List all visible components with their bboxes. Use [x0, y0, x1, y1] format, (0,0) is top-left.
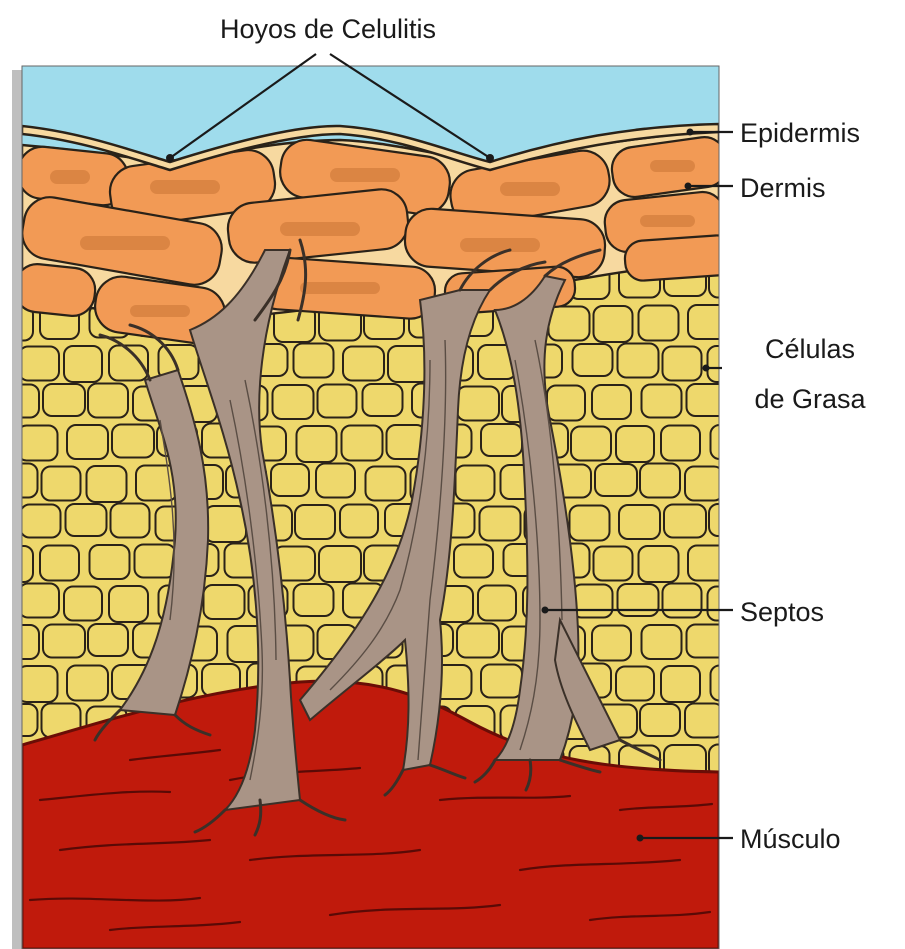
fat-cell: [616, 426, 654, 462]
fat-cell: [112, 425, 154, 458]
fat-cell: [456, 466, 495, 501]
fat-cell: [88, 384, 128, 418]
fat-cell: [40, 546, 79, 581]
fat-cell: [711, 666, 751, 701]
fat-cell: [294, 344, 334, 378]
fat-cell: [685, 704, 723, 738]
fat-cell: [457, 624, 499, 658]
fat-cell: [618, 584, 659, 616]
fat-cell: [733, 786, 775, 821]
fat-cell: [481, 424, 522, 456]
fat-cell: [709, 504, 749, 536]
fat-cell: [21, 505, 61, 538]
fat-cell: [42, 467, 81, 501]
fat-cell: [616, 667, 654, 701]
fat-cell: [340, 505, 378, 538]
fat-cell: [109, 586, 148, 622]
fat-cell: [111, 504, 150, 538]
fat-cell: [592, 385, 631, 419]
fat-cell: [732, 624, 771, 656]
fat-cell: [204, 585, 245, 619]
fat-cell: [19, 584, 59, 618]
fat-cell: [549, 307, 590, 341]
fat-cell: [480, 507, 521, 541]
fat-cell: [664, 505, 706, 538]
fat-cell: [478, 586, 516, 621]
fat-cell: [297, 426, 337, 462]
fat-cell: [18, 426, 58, 461]
fat-cell: [343, 347, 384, 381]
fat-cell: [43, 625, 85, 658]
septa-label: Septos: [740, 597, 824, 627]
epidermis-label: Epidermis: [740, 118, 860, 148]
fat-cell: [67, 666, 108, 701]
fat-cell: [43, 384, 85, 416]
fat-cell: [594, 306, 633, 342]
dermis-label: Dermis: [740, 173, 826, 203]
fat-cell: [135, 545, 176, 578]
fat-cell: [594, 547, 633, 581]
fat-cell: [733, 305, 775, 338]
muscle-label: Músculo: [740, 824, 841, 854]
fat-cell: [67, 425, 108, 459]
fat-cell: [708, 346, 748, 382]
fat-cell: [642, 385, 682, 418]
title-label: Hoyos de Celulitis: [220, 14, 436, 44]
fat-cell: [454, 545, 493, 578]
fat-cell: [318, 385, 357, 418]
fat-cell: [730, 466, 769, 502]
fat-cell: [640, 464, 680, 498]
fat-cell: [570, 506, 610, 541]
fat-cell: [481, 665, 522, 698]
fat-cell: [687, 625, 728, 658]
fat-cell: [64, 346, 102, 382]
fat-cell: [342, 426, 383, 461]
fat-cell: [205, 506, 246, 542]
fat-cell: [571, 427, 611, 461]
fat-cell: [661, 666, 700, 702]
fat-cell: [639, 546, 679, 582]
fat-cell: [573, 344, 613, 376]
fat-cell: [295, 505, 335, 539]
fat-cell: [595, 464, 637, 496]
fat-cell: [316, 464, 355, 498]
fat-cell: [663, 584, 702, 618]
fat-cell: [547, 386, 585, 421]
fat-cell: [592, 626, 631, 661]
fat-cell: [688, 546, 729, 581]
fat-cell: [88, 624, 128, 656]
fat-cell: [294, 584, 334, 616]
fat-cell: [733, 545, 775, 579]
fat-cell: [66, 504, 107, 536]
fat-cell: [685, 467, 723, 501]
fat-cell: [457, 387, 499, 421]
fat-cell: [663, 347, 702, 381]
fat-cell: [18, 666, 58, 702]
fat-cell: [619, 505, 660, 539]
fat-cell: [366, 467, 406, 501]
fat-cell: [618, 344, 659, 378]
fat-cells-label-line1: Células: [765, 334, 855, 364]
diagram-panel: [0, 66, 775, 949]
fat-cell: [688, 305, 729, 339]
fat-cell: [711, 425, 751, 459]
fat-cell: [642, 625, 682, 659]
fat-cell: [687, 384, 728, 416]
fat-cell: [319, 546, 361, 582]
fat-cell: [573, 585, 613, 618]
fat-cell: [640, 704, 680, 736]
fat-cell: [87, 466, 127, 502]
fat-cell: [661, 426, 700, 461]
fat-cell: [639, 306, 679, 341]
fat-cell: [19, 347, 59, 381]
fat-cell: [271, 464, 309, 496]
fat-cell: [273, 385, 314, 419]
fat-cell: [64, 587, 102, 621]
fat-cell: [90, 545, 130, 579]
fat-cell: [363, 384, 403, 416]
fat-cell: [730, 707, 769, 741]
fat-cells-label-line2: de Grasa: [754, 384, 866, 414]
